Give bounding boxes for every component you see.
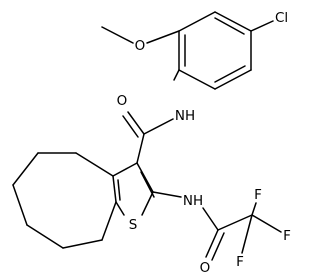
ring-substituent-bonds xyxy=(101,20,274,81)
aromatic-inner-bond xyxy=(117,179,121,201)
bond xyxy=(12,184,28,226)
atom-labels: Cl O O NH S NH O F F F xyxy=(117,10,291,276)
bond xyxy=(75,152,114,177)
bond xyxy=(26,224,64,249)
chloro-bond xyxy=(250,20,274,32)
fluorine-top-label: F xyxy=(254,187,262,203)
fluorine-bottom-label: F xyxy=(236,254,244,270)
amide-nitrogen-carbon-bond xyxy=(202,207,219,231)
thiophene-nitrogen-bond xyxy=(152,191,182,198)
bond xyxy=(141,191,154,216)
bond xyxy=(12,152,39,186)
carbon-fluorine-bond xyxy=(241,214,253,254)
thiophene-sulfur-label: S xyxy=(129,217,138,233)
amide-nitrogen-carbon-bond xyxy=(143,118,174,135)
carbonyl-double-bond xyxy=(127,111,145,135)
carbonyl-double-bond xyxy=(122,115,139,138)
bond xyxy=(101,201,117,241)
aromatic-inner-bond xyxy=(214,17,245,35)
thiophene-ring xyxy=(112,162,155,216)
aryl-oxygen-bond xyxy=(146,30,180,44)
methyl-bond xyxy=(101,26,134,44)
carbon-fluorine-bond xyxy=(251,202,257,216)
bond xyxy=(214,69,252,90)
aromatic-inner-bond xyxy=(214,65,246,83)
molecule-structure: Cl O O NH S NH O F F F xyxy=(12,10,291,276)
amide-nh-label: NH xyxy=(175,108,195,124)
amide-oxygen-label: O xyxy=(117,93,128,109)
bond xyxy=(178,69,216,90)
trifluoroacetyl-oxygen-label: O xyxy=(200,260,211,276)
amide-linker xyxy=(122,111,174,164)
bond xyxy=(178,11,216,32)
trifluoroacetamide-group xyxy=(152,191,282,261)
bond xyxy=(115,201,125,216)
molecule-canvas: Cl O O NH S NH O F F F xyxy=(12,10,291,276)
bond xyxy=(112,162,138,177)
carbonyl-double-bond xyxy=(211,232,225,261)
bond xyxy=(214,11,252,32)
aryl-nitrogen-bond xyxy=(173,69,180,81)
trifluoroacetamide-nh-label: NH xyxy=(183,193,203,209)
chlorine-atom-label: Cl xyxy=(275,10,288,26)
chlorophenyl-ring xyxy=(178,11,252,90)
carbon-cf3-bond xyxy=(217,214,253,231)
cycloheptane-ring xyxy=(12,152,117,249)
methoxy-oxygen-label: O xyxy=(135,38,146,54)
carbon-fluorine-bond xyxy=(251,214,282,233)
fluorine-right-label: F xyxy=(283,228,291,244)
bond xyxy=(62,239,103,249)
carboxamide-ring-bond xyxy=(136,133,145,164)
carbonyl-double-bond xyxy=(205,229,219,258)
bond xyxy=(136,162,154,193)
fused-ring-bond xyxy=(112,175,117,203)
